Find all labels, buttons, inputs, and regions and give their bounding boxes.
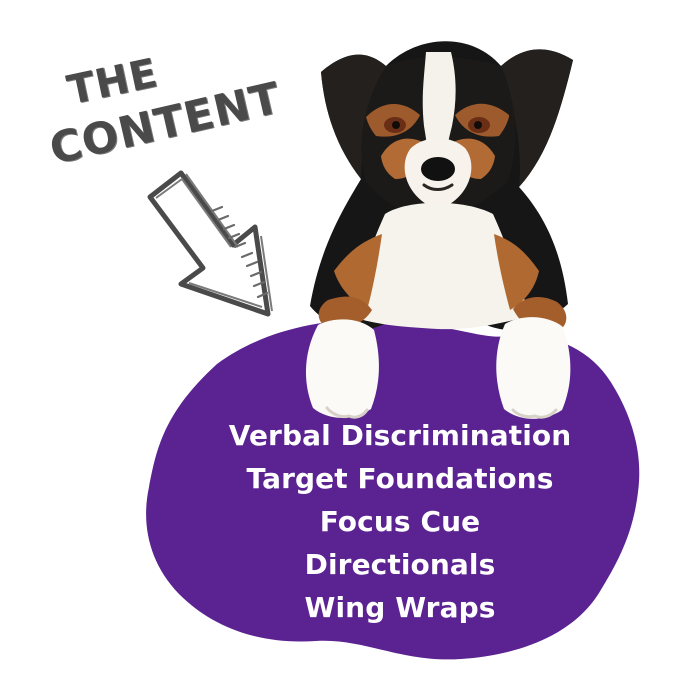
hand-drawn-arrow-icon (142, 165, 292, 330)
content-item-wing-wraps: Wing Wraps (304, 591, 496, 624)
content-item-target-foundations: Target Foundations (246, 462, 554, 495)
dog-icon (275, 24, 605, 424)
content-list: Verbal Discrimination Target Foundations… (220, 414, 580, 634)
content-item-focus-cue: Focus Cue (319, 505, 481, 538)
content-item-verbal-discrimination: Verbal Discrimination (228, 419, 572, 452)
content-item-directionals: Directionals (304, 548, 496, 581)
